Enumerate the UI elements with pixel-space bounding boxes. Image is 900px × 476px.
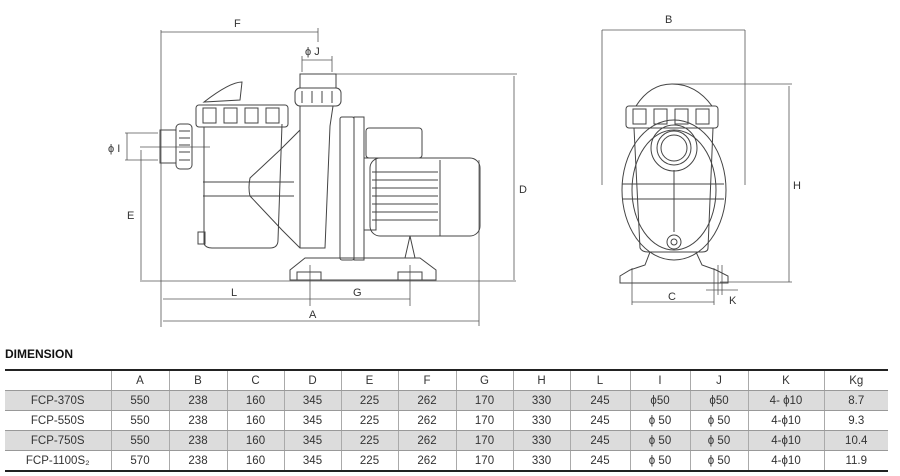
- value-cell: 345: [283, 410, 341, 431]
- value-cell: 9.3: [823, 410, 888, 431]
- value-cell: 330: [512, 450, 570, 471]
- value-cell: 170: [455, 410, 513, 431]
- model-cell: FCP-1100S₂: [25, 454, 90, 467]
- value-cell: ϕ 50: [629, 430, 690, 451]
- value-cell: 262: [397, 430, 456, 451]
- column-header: L: [569, 370, 630, 391]
- column-header: B: [168, 370, 227, 391]
- column-header: C: [226, 370, 284, 391]
- column-header: J: [689, 370, 748, 391]
- table-title: DIMENSION: [5, 347, 74, 361]
- value-cell: 262: [397, 450, 456, 471]
- label-A: A: [309, 309, 317, 321]
- value-cell: 345: [283, 450, 341, 471]
- value-cell: 160: [226, 410, 284, 431]
- value-cell: 170: [455, 390, 513, 411]
- front-view-pump: [619, 83, 729, 284]
- value-cell: 10.4: [823, 430, 888, 451]
- value-cell: 330: [512, 390, 570, 411]
- label-G: G: [353, 287, 362, 299]
- column-header: F: [397, 370, 456, 391]
- value-cell: 4-ϕ10: [747, 450, 824, 471]
- value-cell: 238: [168, 390, 227, 411]
- column-header: A: [110, 370, 169, 391]
- value-cell: ϕ 50: [629, 410, 690, 431]
- value-cell: 550: [110, 410, 169, 431]
- column-header: H: [512, 370, 570, 391]
- label-C: C: [668, 291, 676, 303]
- model-cell: FCP-550S: [5, 410, 111, 431]
- value-cell: ϕ 50: [689, 430, 748, 451]
- model-cell: FCP-750S: [5, 430, 111, 451]
- value-cell: 4-ϕ10: [747, 430, 824, 451]
- value-cell: 330: [512, 410, 570, 431]
- column-header: G: [455, 370, 513, 391]
- label-L: L: [231, 287, 237, 299]
- value-cell: ϕ50: [689, 390, 748, 411]
- value-cell: 225: [340, 450, 398, 471]
- model-cell: FCP-370S: [5, 390, 111, 411]
- column-header: [5, 370, 111, 391]
- label-F: F: [234, 18, 241, 30]
- value-cell: 238: [168, 430, 227, 451]
- label-H: H: [793, 180, 801, 192]
- value-cell: 262: [397, 410, 456, 431]
- value-cell: 160: [226, 430, 284, 451]
- value-cell: 245: [569, 390, 630, 411]
- value-cell: 160: [226, 390, 284, 411]
- side-view-dimension-lines: [125, 28, 517, 327]
- value-cell: 4- ϕ10: [747, 390, 824, 411]
- value-cell: ϕ 50: [689, 450, 748, 471]
- front-view-dimension-lines: [601, 29, 792, 305]
- value-cell: 4-ϕ10: [747, 410, 824, 431]
- value-cell: 170: [455, 450, 513, 471]
- column-header: K: [747, 370, 824, 391]
- value-cell: 238: [168, 410, 227, 431]
- label-I: ϕ I: [108, 143, 120, 155]
- label-J: ϕ J: [305, 46, 320, 58]
- value-cell: ϕ 50: [629, 450, 690, 471]
- value-cell: 345: [283, 430, 341, 451]
- value-cell: ϕ50: [629, 390, 690, 411]
- value-cell: 550: [110, 390, 169, 411]
- side-view-pump: [159, 73, 481, 281]
- value-cell: 160: [226, 450, 284, 471]
- value-cell: ϕ 50: [689, 410, 748, 431]
- label-K: K: [729, 295, 737, 307]
- label-E: E: [127, 210, 134, 222]
- value-cell: 170: [455, 430, 513, 451]
- value-cell: 345: [283, 390, 341, 411]
- column-header: Kg: [823, 370, 888, 391]
- value-cell: 330: [512, 430, 570, 451]
- value-cell: 225: [340, 430, 398, 451]
- value-cell: 245: [569, 410, 630, 431]
- label-B: B: [665, 14, 672, 26]
- value-cell: 238: [168, 450, 227, 471]
- value-cell: 570: [110, 450, 169, 471]
- value-cell: 245: [569, 450, 630, 471]
- pump-dimension-drawing: F ϕ J ϕ I E D L G A B H C K: [108, 14, 801, 327]
- value-cell: 262: [397, 390, 456, 411]
- label-D: D: [519, 184, 527, 196]
- column-header: D: [283, 370, 341, 391]
- value-cell: 11.9: [823, 450, 888, 471]
- value-cell: 225: [340, 390, 398, 411]
- value-cell: 225: [340, 410, 398, 431]
- column-header: I: [629, 370, 690, 391]
- value-cell: 550: [110, 430, 169, 451]
- column-header: E: [340, 370, 398, 391]
- value-cell: 8.7: [823, 390, 888, 411]
- value-cell: 245: [569, 430, 630, 451]
